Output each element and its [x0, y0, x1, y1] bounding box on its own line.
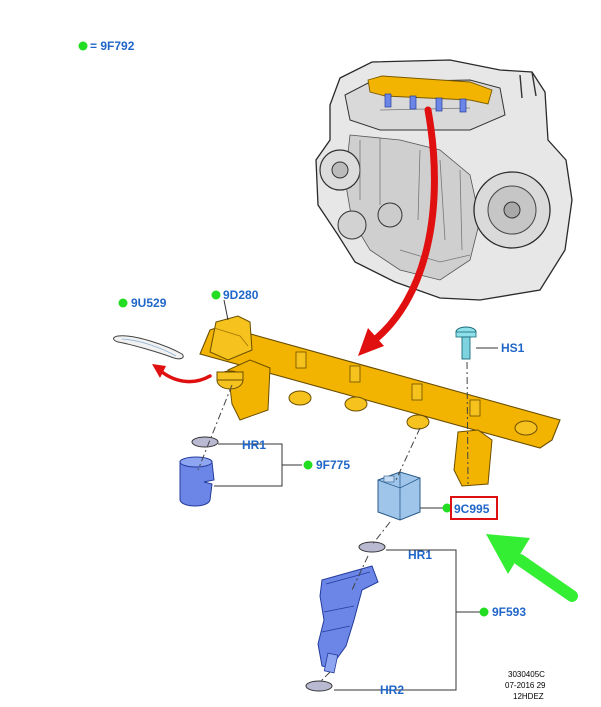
injector-seal-bottom: [305, 680, 333, 692]
small-red-arrow-icon: [152, 364, 212, 384]
svg-text:12HDEZ: 12HDEZ: [513, 692, 544, 701]
svg-text:HS1: HS1: [501, 341, 525, 355]
svg-text:3030405C: 3030405C: [508, 670, 545, 679]
fuel-injector-9f593: [317, 565, 379, 674]
legend-dot-icon: [78, 41, 88, 51]
legend: = 9F792: [78, 39, 135, 53]
part-dot-icon: [442, 503, 452, 513]
green-arrow-icon: [486, 534, 578, 602]
injector-seal-left: [191, 436, 219, 448]
part-dot-icon: [479, 607, 489, 617]
svg-text:HR1: HR1: [408, 548, 432, 562]
fuel-rail: [199, 315, 561, 487]
highlight-box: [450, 496, 498, 520]
label-9f775: 9F775: [303, 458, 350, 472]
svg-text:9F593: 9F593: [492, 605, 526, 619]
callout-lines: [214, 299, 498, 691]
part-dot-icon: [118, 298, 128, 308]
label-9f593: 9F593: [479, 605, 526, 619]
injector-seal-lower-top: [358, 541, 386, 553]
legend-text: = 9F792: [90, 39, 135, 53]
svg-text:HR1: HR1: [242, 438, 266, 452]
svg-text:07-2016 29: 07-2016 29: [505, 681, 546, 690]
connector-9c995: [377, 471, 421, 521]
label-9u529: 9U529: [118, 296, 167, 310]
injector-cap-9f775: [179, 456, 215, 507]
svg-text:9F775: 9F775: [316, 458, 350, 472]
part-dot-icon: [303, 460, 313, 470]
bolt-hs1: [455, 326, 477, 360]
reference-code: 3030405C 07-2016 29 12HDEZ: [505, 670, 546, 701]
part-dot-icon: [211, 290, 221, 300]
engine-illustration: [315, 59, 573, 301]
label-hs1: HS1: [501, 341, 525, 355]
red-curved-arrow-icon: [358, 106, 438, 356]
o-ring-9u529: [113, 335, 184, 360]
label-hr1-bottom: HR1: [408, 548, 432, 562]
svg-text:9C995: 9C995: [454, 502, 490, 516]
svg-text:9D280: 9D280: [223, 288, 259, 302]
label-hr2: HR2: [380, 683, 404, 697]
label-hr1-top: HR1: [242, 438, 266, 452]
svg-text:HR2: HR2: [380, 683, 404, 697]
label-9d280: 9D280: [211, 288, 259, 302]
label-9c995: 9C995: [442, 496, 498, 520]
assembly-axes: [197, 361, 469, 683]
svg-text:9U529: 9U529: [131, 296, 167, 310]
